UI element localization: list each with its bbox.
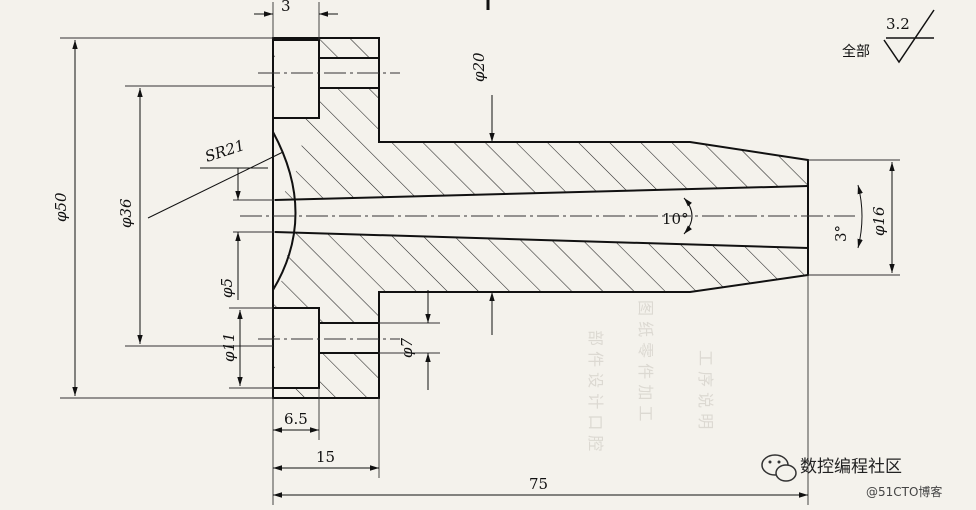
dim-phi7: φ7 xyxy=(398,337,416,358)
dimension-lines xyxy=(72,11,895,498)
background-bleed: 部 件 设 计 口 腔 图 纸 零 件 加 工 工 序 说 明 xyxy=(586,300,715,451)
svg-text:部 件 设 计 口 腔: 部 件 设 计 口 腔 xyxy=(586,330,605,451)
dim-phi16: φ16 xyxy=(870,206,888,236)
hatch-upper-body xyxy=(273,118,808,200)
roughness-label: 全部 xyxy=(842,43,870,60)
svg-text:图 纸 零 件 加 工: 图 纸 零 件 加 工 xyxy=(636,300,655,421)
hatch-lower-body xyxy=(273,232,808,308)
counterbore-top xyxy=(275,40,319,118)
svg-text:工 序 说 明: 工 序 说 明 xyxy=(696,350,715,429)
dim-arc-3deg xyxy=(857,184,863,249)
hole-bottom xyxy=(319,323,379,353)
dim-10deg: 10° xyxy=(662,210,689,228)
dim-sr21: SR21 xyxy=(203,136,247,166)
hole-top-outline xyxy=(319,57,379,89)
bore-lower-line xyxy=(274,231,809,249)
counterbore-bottom-outline xyxy=(272,307,320,389)
center-lines xyxy=(240,72,855,340)
dim-phi50: φ50 xyxy=(52,192,70,222)
section-hatching xyxy=(273,38,808,398)
roughness-value: 3.2 xyxy=(886,15,910,33)
dim-3: 3 xyxy=(281,0,291,15)
hole-bottom-outline xyxy=(319,322,379,354)
spherical-face xyxy=(272,131,297,291)
dim-75: 75 xyxy=(529,475,548,493)
wechat-icon xyxy=(761,454,797,482)
watermark-name: 数控编程社区 xyxy=(800,457,902,477)
dim-phi20: φ20 xyxy=(470,52,488,82)
counterbore-top-outline xyxy=(272,39,320,119)
dim-arc-10deg xyxy=(683,197,693,235)
extension-lines xyxy=(60,2,900,505)
roughness-icon xyxy=(883,9,935,64)
dim-phi5: φ5 xyxy=(218,278,236,298)
leader-sr21 xyxy=(147,151,284,219)
counterbore-bottom xyxy=(275,308,319,388)
watermark: 数控编程社区 @51CTO博客 xyxy=(761,454,942,499)
dim-15: 15 xyxy=(316,448,335,466)
dim-3deg: 3° xyxy=(832,225,850,242)
watermark-credit: @51CTO博客 xyxy=(866,484,942,499)
dim-phi36: φ36 xyxy=(117,198,135,228)
dim-phi11: φ11 xyxy=(220,332,238,362)
bore-upper-line xyxy=(274,185,809,201)
roughness-symbol: 全部 3.2 xyxy=(842,9,935,64)
dim-6-5: 6.5 xyxy=(284,410,308,428)
part-outline xyxy=(272,37,809,399)
